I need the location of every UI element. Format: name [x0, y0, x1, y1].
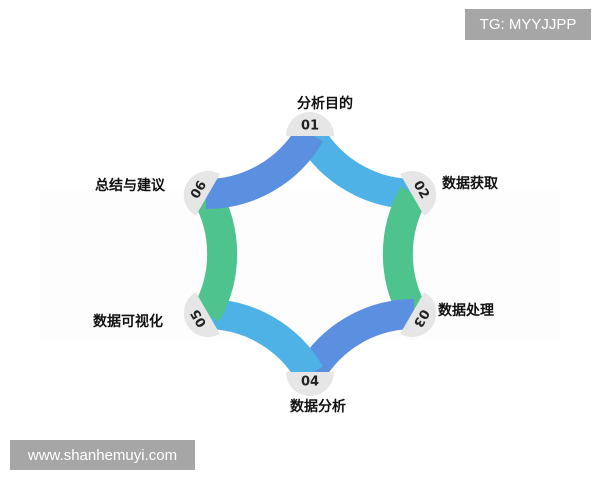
step-label-1: 分析目的 — [297, 95, 353, 112]
connector-arc-5 — [192, 186, 238, 322]
step-number: 01 — [301, 119, 319, 134]
step-number-tab-1: 01 — [286, 112, 334, 136]
connector-arc-3 — [297, 299, 415, 382]
step-number-tab-2: 02 — [400, 171, 437, 216]
step-number-tab-5: 05 — [183, 292, 220, 337]
connector-arc-6 — [205, 126, 323, 209]
step-label-4: 数据分析 — [290, 398, 346, 415]
step-label-6: 总结与建议 — [95, 177, 166, 194]
connector-arc-1 — [297, 126, 415, 209]
watermark-top: TG: MYYJJPP — [465, 9, 591, 40]
step-number-tab-3: 03 — [400, 292, 437, 337]
step-label-5: 数据可视化 — [93, 313, 163, 330]
step-label-3: 数据处理 — [438, 302, 494, 319]
background-band — [40, 190, 560, 340]
step-number-tab-4: 04 — [286, 372, 334, 396]
connector-arc-4 — [205, 299, 323, 382]
watermark-bottom: www.shanhemuyi.com — [10, 440, 195, 470]
step-number: 04 — [301, 375, 319, 390]
connector-arc-2 — [382, 186, 428, 322]
step-label-2: 数据获取 — [442, 175, 499, 192]
step-number-tab-6: 06 — [183, 171, 220, 216]
